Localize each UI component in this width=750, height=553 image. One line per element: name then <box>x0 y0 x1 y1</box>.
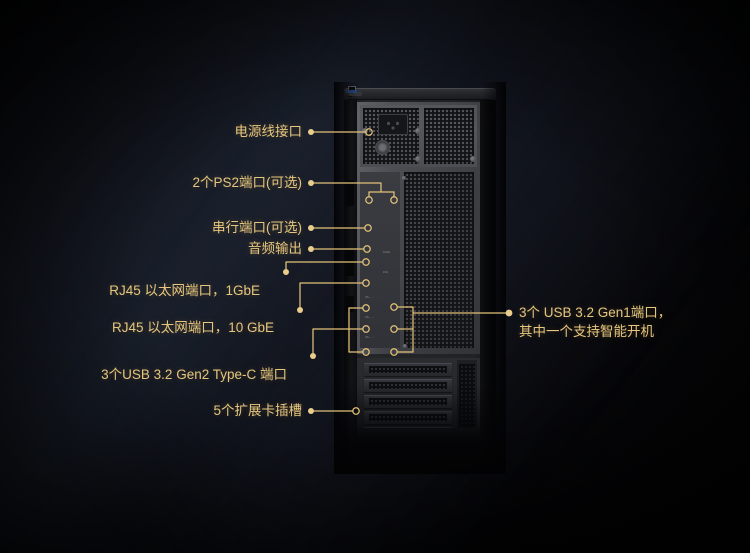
callout-rj45-1gbe: RJ45 以太网端口，1GbE <box>109 283 260 298</box>
callout-usb-typec: 3个USB 3.2 Gen2 Type-C 端口 <box>101 367 287 382</box>
callout-serial-port: 串行端口(可选) <box>212 220 302 235</box>
callout-power-connector: 电源线接口 <box>234 124 303 139</box>
callout-expansion-slots: 5个扩展卡插槽 <box>213 403 302 418</box>
callout-usb-gen1-line2: 其中一个支持智能开机 <box>519 324 654 339</box>
callout-usb-gen1-line1: 3个 USB 3.2 Gen1端口， <box>519 305 672 320</box>
callout-audio-out: 音频输出 <box>248 241 302 256</box>
callout-rj45-10gbe: RJ45 以太网端口，10 GbE <box>111 320 274 335</box>
callout-ps2-ports: 2个PS2端口(可选) <box>192 175 302 190</box>
callout-usb-gen1: 3个 USB 3.2 Gen1端口， 其中一个支持智能开机 <box>519 303 671 341</box>
